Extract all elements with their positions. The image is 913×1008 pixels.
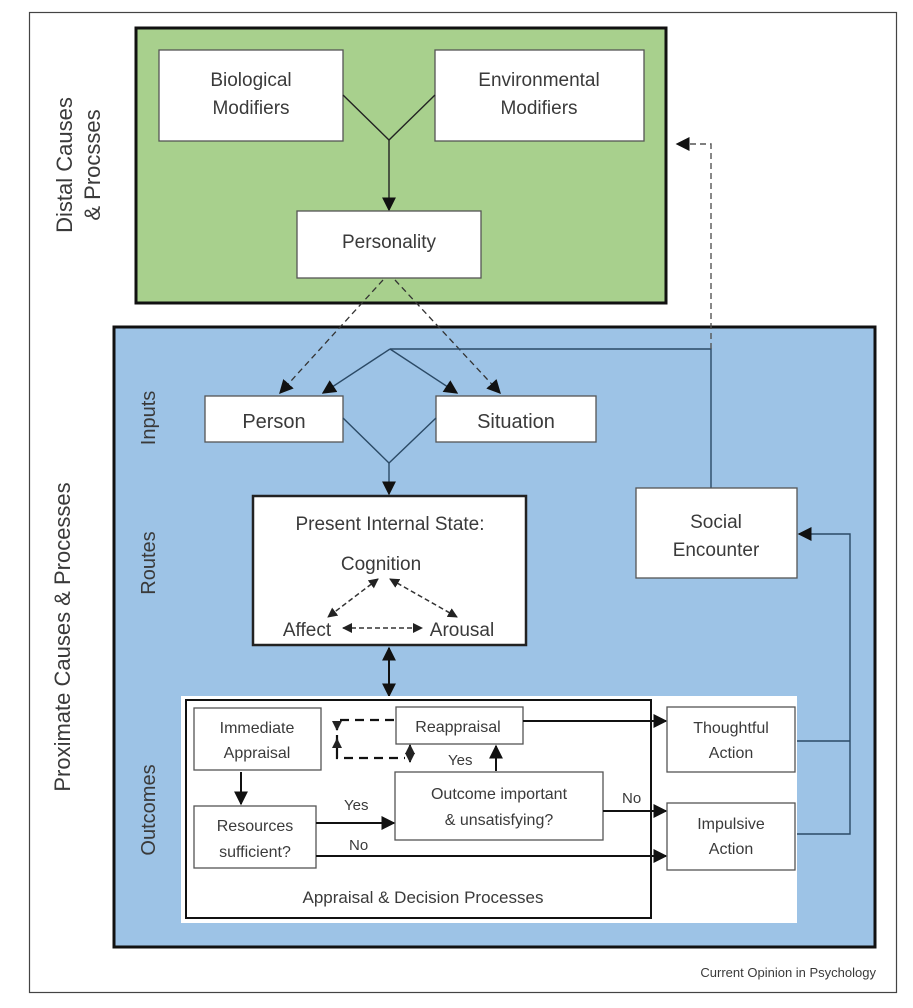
thoughtful-line1: Thoughtful	[693, 720, 769, 737]
situation-label: Situation	[477, 411, 555, 433]
biological-line1: Biological	[210, 70, 291, 91]
social-encounter-box[interactable]: Social Encounter	[635, 487, 798, 579]
personality-box[interactable]: Personality	[296, 210, 482, 279]
outcome-question-box[interactable]: Outcome important & unsatisfying?	[394, 771, 604, 841]
inputs-to-state-arrow	[342, 417, 437, 496]
environmental-line1: Environmental	[478, 70, 599, 91]
immediate-line2: Appraisal	[224, 745, 291, 762]
cognition-affect-dashed-arrow	[327, 578, 379, 618]
impulsive-line1: Impulsive	[697, 816, 765, 833]
social-line1: Social	[690, 512, 742, 533]
cognition-arousal-dashed-arrow	[389, 578, 458, 618]
personality-label: Personality	[342, 232, 436, 253]
resources-sufficient-box[interactable]: Resources sufficient?	[193, 805, 317, 869]
internal-state-box[interactable]: Present Internal State: Cognition Affect…	[251, 494, 528, 647]
biological-line2: Modifiers	[212, 98, 289, 119]
appraisal-decision-label: Appraisal & Decision Processes	[303, 888, 544, 907]
thoughtful-line2: Action	[709, 745, 753, 762]
outcome-no-label: No	[622, 790, 641, 807]
personality-to-inputs-dashed-arrows	[279, 279, 501, 395]
outcome-q-line1: Outcome important	[431, 786, 568, 803]
affect-label: Affect	[283, 620, 332, 641]
actions-to-social-arrow	[797, 527, 851, 835]
outcome-q-line2: & unsatisfying?	[445, 812, 554, 829]
reappraisal-box[interactable]: Reappraisal	[395, 706, 524, 745]
row-label-routes: Routes	[138, 531, 160, 594]
impulsive-line2: Action	[709, 841, 753, 858]
arousal-label: Arousal	[430, 620, 494, 641]
immediate-line1: Immediate	[220, 720, 295, 737]
row-label-outcomes: Outcomes	[138, 764, 160, 855]
environmental-modifiers-box[interactable]: Environmental Modifiers	[434, 49, 645, 142]
modifiers-to-personality-arrow	[342, 94, 436, 212]
resources-no-label: No	[349, 837, 368, 854]
distal-label-line1: Distal Causes	[52, 97, 77, 233]
row-label-inputs: Inputs	[138, 391, 160, 445]
internal-state-title: Present Internal State:	[295, 514, 484, 535]
resources-line2: sufficient?	[219, 844, 291, 861]
immediate-appraisal-box[interactable]: Immediate Appraisal	[193, 707, 322, 771]
resources-line1: Resources	[217, 818, 293, 835]
person-label: Person	[242, 411, 305, 433]
reappraisal-label: Reappraisal	[415, 719, 500, 736]
social-line2: Encounter	[673, 540, 760, 561]
distal-label-line2: & Procsses	[80, 109, 105, 220]
impulsive-action-box[interactable]: Impulsive Action	[666, 802, 796, 871]
thoughtful-action-box[interactable]: Thoughtful Action	[666, 706, 796, 773]
person-box[interactable]: Person	[204, 395, 344, 443]
biological-modifiers-box[interactable]: Biological Modifiers	[158, 49, 344, 142]
proximate-side-label: Proximate Causes & Processes	[50, 482, 75, 791]
cognition-label: Cognition	[341, 554, 421, 575]
distal-side-label: Distal Causes & Procsses	[52, 97, 105, 233]
situation-box[interactable]: Situation	[435, 395, 597, 443]
source-credit: Current Opinion in Psychology	[700, 965, 876, 980]
environmental-line2: Modifiers	[500, 98, 577, 119]
outcome-yes-label: Yes	[448, 752, 472, 769]
social-to-distal-dashed-arrow	[675, 137, 712, 349]
resources-yes-label: Yes	[344, 797, 368, 814]
appraisal-reappraisal-dashed-loop	[332, 718, 415, 763]
